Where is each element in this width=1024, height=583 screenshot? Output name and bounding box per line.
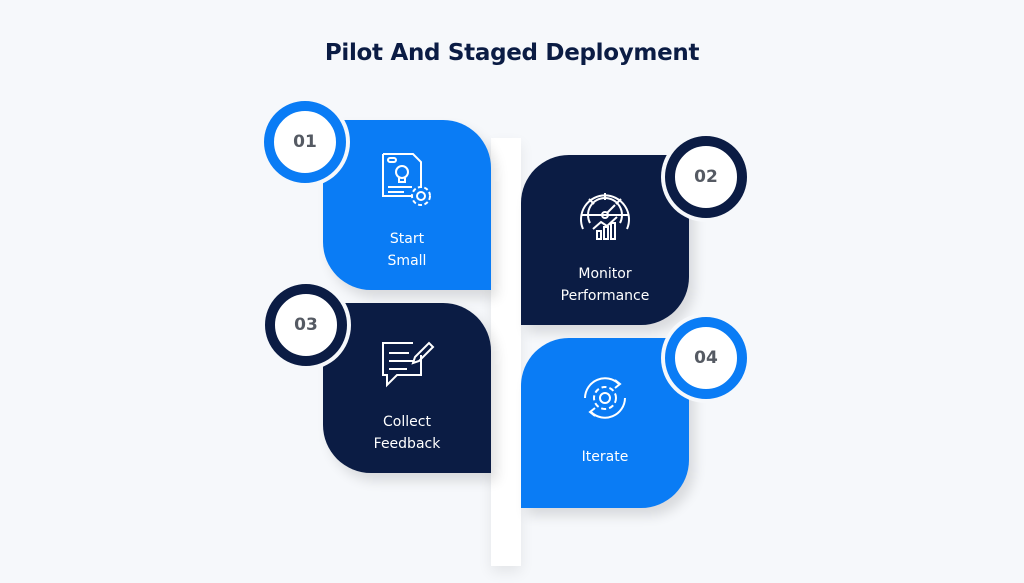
step-number-badge: 04 xyxy=(665,317,747,399)
step-label-line: Performance xyxy=(560,288,650,304)
step-card-iterate: Iterate xyxy=(521,338,689,508)
step-label-line: Small xyxy=(387,253,427,269)
step-label-line: Monitor xyxy=(578,266,632,282)
page-title: Pilot And Staged Deployment xyxy=(324,40,700,66)
step-label-line: Feedback xyxy=(373,436,441,452)
step-number-badge: 02 xyxy=(665,136,747,218)
speedometer-chart-icon xyxy=(580,193,630,240)
step-number-badge: 03 xyxy=(265,284,347,366)
chat-pen-icon xyxy=(382,341,435,388)
step-number-badge: 01 xyxy=(264,101,346,183)
center-stem xyxy=(491,138,521,566)
step-label: Iterate xyxy=(521,446,689,468)
gear-cycle-icon xyxy=(584,377,626,419)
document-lightbulb-gear-icon xyxy=(382,153,431,206)
step-label-line: Collect xyxy=(383,414,431,430)
step-label-line: Iterate xyxy=(581,449,629,465)
step-label-line: Start xyxy=(389,231,425,247)
